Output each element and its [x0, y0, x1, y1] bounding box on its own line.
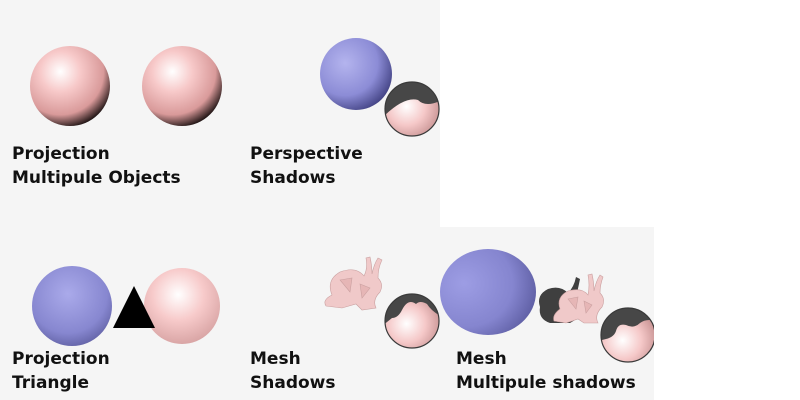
shadowed-pink-sphere: [384, 293, 440, 349]
caption-line-1: Mesh: [456, 349, 507, 369]
pink-sphere-left: [30, 46, 110, 126]
panel-mesh-multiple-shadows: Mesh Multipule shadows: [440, 227, 654, 400]
pink-sphere: [144, 268, 220, 344]
blue-sphere: [320, 38, 392, 110]
render-triangle: [32, 266, 220, 346]
panel-projection-triangle: Projection Triangle: [0, 200, 222, 400]
panel-mesh-shadows: Mesh Shadows: [222, 200, 440, 400]
panel-perspective-shadows: Perspective Shadows: [222, 0, 440, 200]
caption: Projection Triangle: [12, 347, 110, 395]
render-perspective-shadows: [320, 38, 440, 137]
caption: Mesh Shadows: [250, 347, 336, 395]
black-triangle: [113, 286, 155, 328]
caption: Projection Multipule Objects: [12, 142, 181, 190]
caption-line-2: Multipule Objects: [12, 168, 181, 188]
bunny-mesh: [324, 256, 383, 311]
caption-line-2: Shadows: [250, 373, 336, 393]
large-blue-ellipsoid: [440, 249, 536, 335]
caption-line-2: Multipule shadows: [456, 373, 636, 393]
caption-line-1: Mesh: [250, 349, 301, 369]
shadowed-pink-sphere: [384, 81, 440, 137]
caption: Mesh Multipule shadows: [456, 347, 636, 395]
render-mesh-multiple-shadows: [440, 249, 654, 363]
panel-projection-multiple-objects: Projection Multipule Objects: [0, 0, 222, 200]
caption-line-2: Triangle: [12, 373, 90, 393]
render-mesh-shadows: [324, 256, 440, 349]
caption-line-2: Shadows: [250, 168, 336, 188]
bunny-mesh: [553, 273, 604, 324]
blue-sphere: [32, 266, 112, 346]
pink-sphere-right: [142, 46, 222, 126]
caption-line-1: Projection: [12, 349, 110, 369]
caption: Perspective Shadows: [250, 142, 363, 190]
caption-line-1: Projection: [12, 144, 110, 164]
caption-line-1: Perspective: [250, 144, 363, 164]
render-multiple-objects: [30, 46, 222, 126]
